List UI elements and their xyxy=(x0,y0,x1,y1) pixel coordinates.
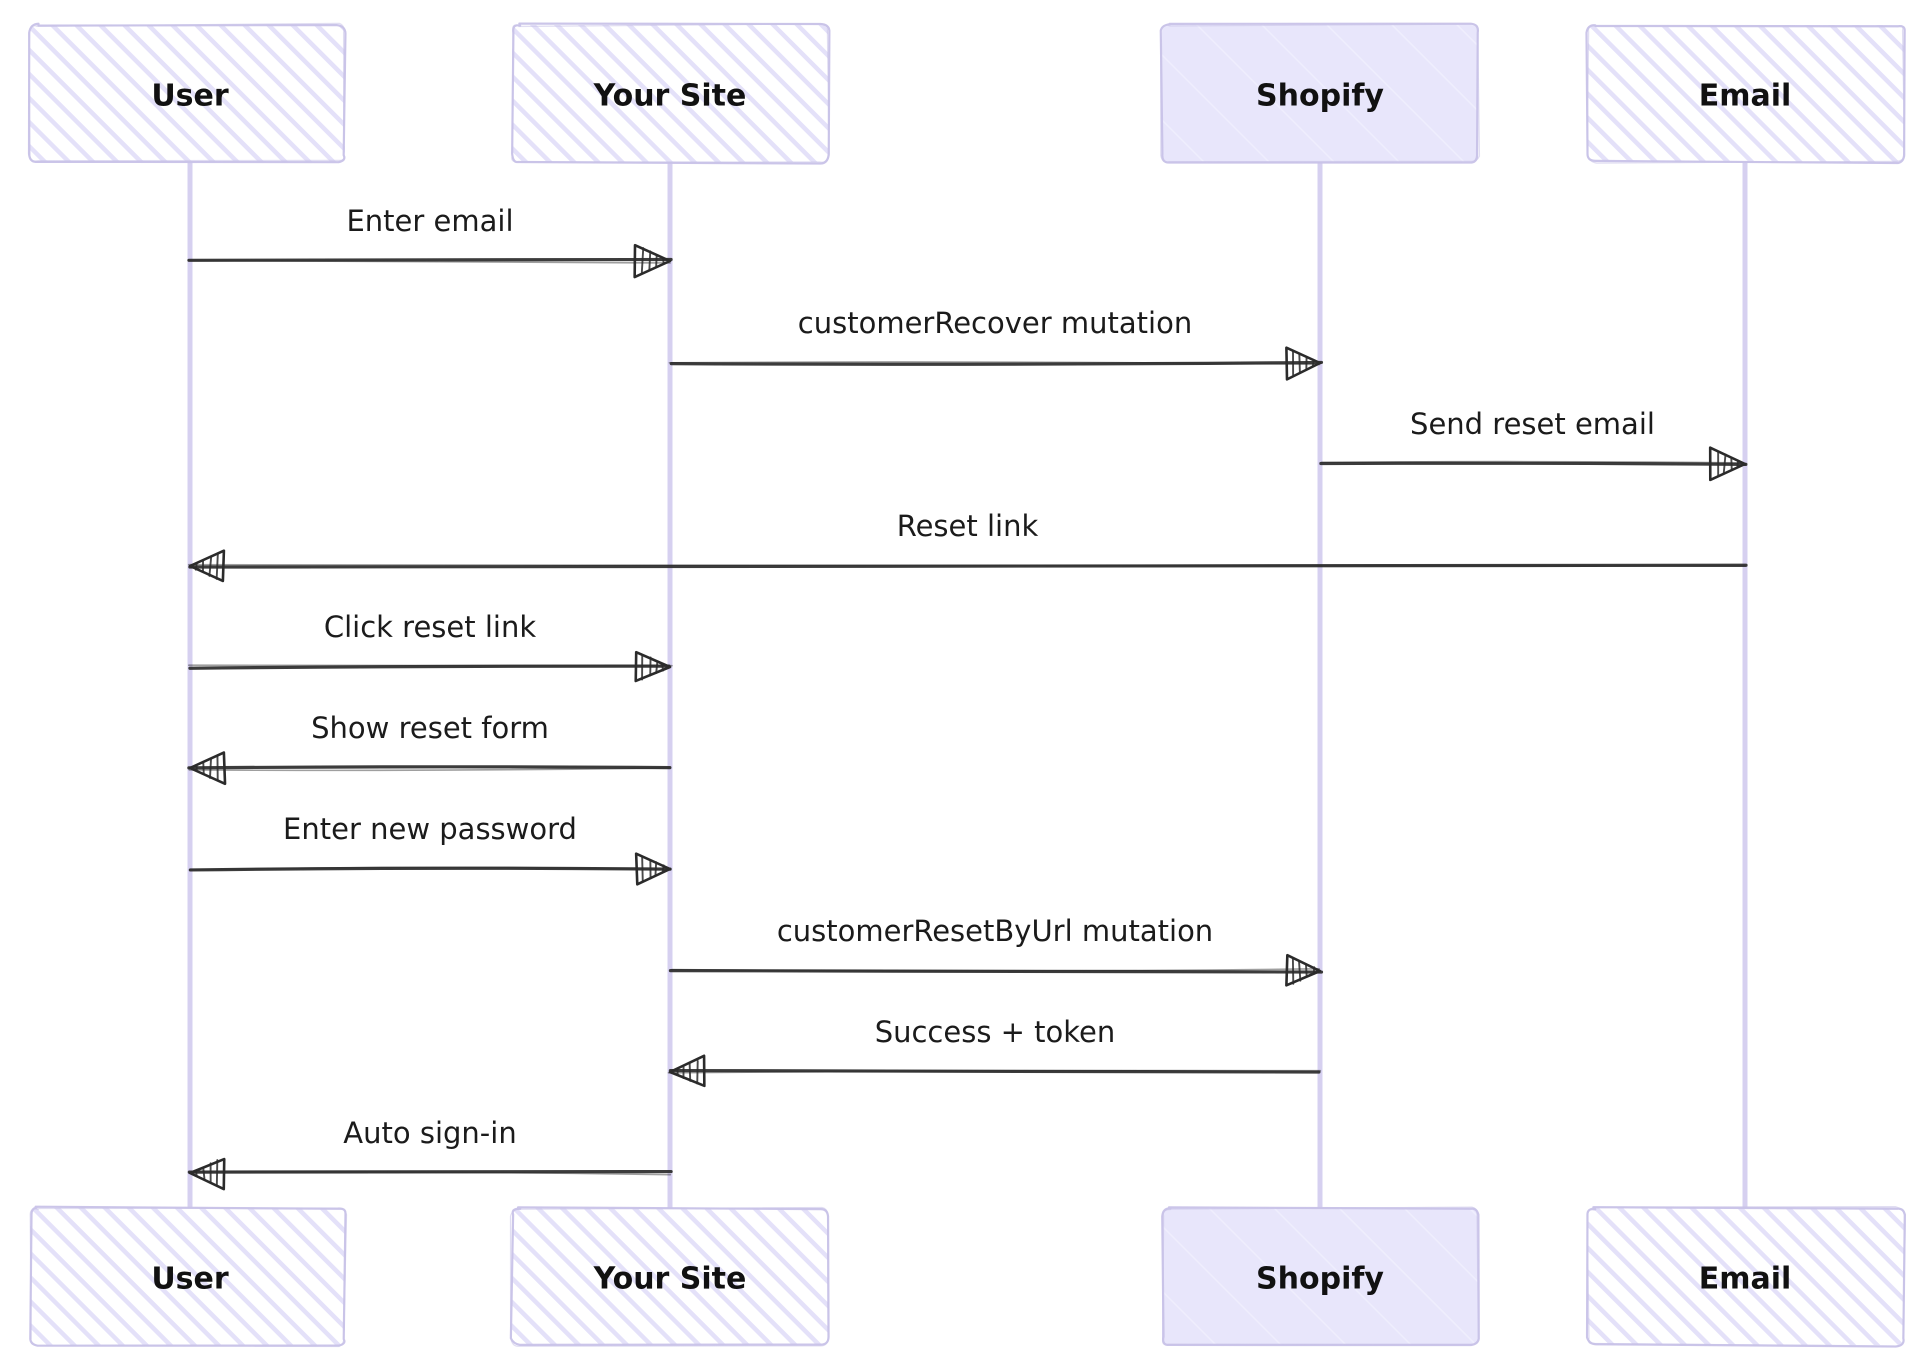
actor-box-email-top[interactable]: Email xyxy=(1585,24,1906,165)
message-m1[interactable]: Enter email xyxy=(187,204,673,279)
message-label-m2: customerRecover mutation xyxy=(798,306,1192,340)
arrowhead-m2 xyxy=(1285,346,1322,381)
actor-box-your-site-bottom[interactable]: Your Site xyxy=(509,1206,830,1347)
message-m3[interactable]: Send reset email xyxy=(1319,407,1748,482)
arrowhead-m9 xyxy=(668,1054,706,1088)
message-m10[interactable]: Auto sign-in xyxy=(187,1116,673,1191)
actor-box-shopify-bottom[interactable]: Shopify xyxy=(1161,1206,1480,1347)
message-label-m6: Show reset form xyxy=(311,711,549,745)
message-m2[interactable]: customerRecover mutation xyxy=(668,306,1324,381)
message-m4[interactable]: Reset link xyxy=(187,509,1748,583)
message-label-m10: Auto sign-in xyxy=(343,1116,516,1150)
actor-box-email-bottom[interactable]: Email xyxy=(1585,1206,1906,1348)
message-m5[interactable]: Click reset link xyxy=(188,610,673,683)
lifelines-layer xyxy=(187,159,1748,1211)
arrowhead-m6 xyxy=(188,751,227,786)
arrowhead-m10 xyxy=(188,1157,226,1191)
arrowhead-m3 xyxy=(1708,446,1747,482)
actor-label-user: User xyxy=(151,79,229,114)
message-label-m9: Success + token xyxy=(875,1015,1116,1049)
message-label-m7: Enter new password xyxy=(283,812,577,846)
actor-label-your-site: Your Site xyxy=(593,79,747,114)
message-label-m4: Reset link xyxy=(897,509,1039,543)
actor-box-shopify-top[interactable]: Shopify xyxy=(1159,22,1481,164)
actor-label-shopify: Shopify xyxy=(1256,79,1384,114)
message-m8[interactable]: customerResetByUrl mutation xyxy=(668,914,1324,987)
actor-label-email: Email xyxy=(1699,1262,1792,1297)
message-label-m8: customerResetByUrl mutation xyxy=(777,914,1213,948)
message-label-m5: Click reset link xyxy=(324,610,536,644)
message-label-m3: Send reset email xyxy=(1410,407,1655,441)
message-label-m1: Enter email xyxy=(346,204,513,238)
arrowhead-m7 xyxy=(634,852,672,886)
arrowhead-m4 xyxy=(188,549,226,583)
actor-box-your-site-top[interactable]: Your Site xyxy=(511,22,831,165)
actor-box-user-bottom[interactable]: User xyxy=(29,1205,348,1348)
arrowhead-m1 xyxy=(633,243,672,279)
actor-label-user: User xyxy=(151,1262,229,1297)
actor-label-your-site: Your Site xyxy=(593,1262,747,1297)
message-m7[interactable]: Enter new password xyxy=(188,812,672,886)
message-m9[interactable]: Success + token xyxy=(667,1015,1322,1088)
arrowhead-m5 xyxy=(634,650,672,683)
message-m6[interactable]: Show reset form xyxy=(187,711,672,786)
actor-label-email: Email xyxy=(1699,79,1792,114)
actor-label-shopify: Shopify xyxy=(1256,1262,1384,1297)
messages-layer: Enter email customerRecover mutationSend … xyxy=(187,204,1748,1191)
actor-box-user-top[interactable]: User xyxy=(27,22,347,164)
arrowhead-m8 xyxy=(1285,953,1322,987)
